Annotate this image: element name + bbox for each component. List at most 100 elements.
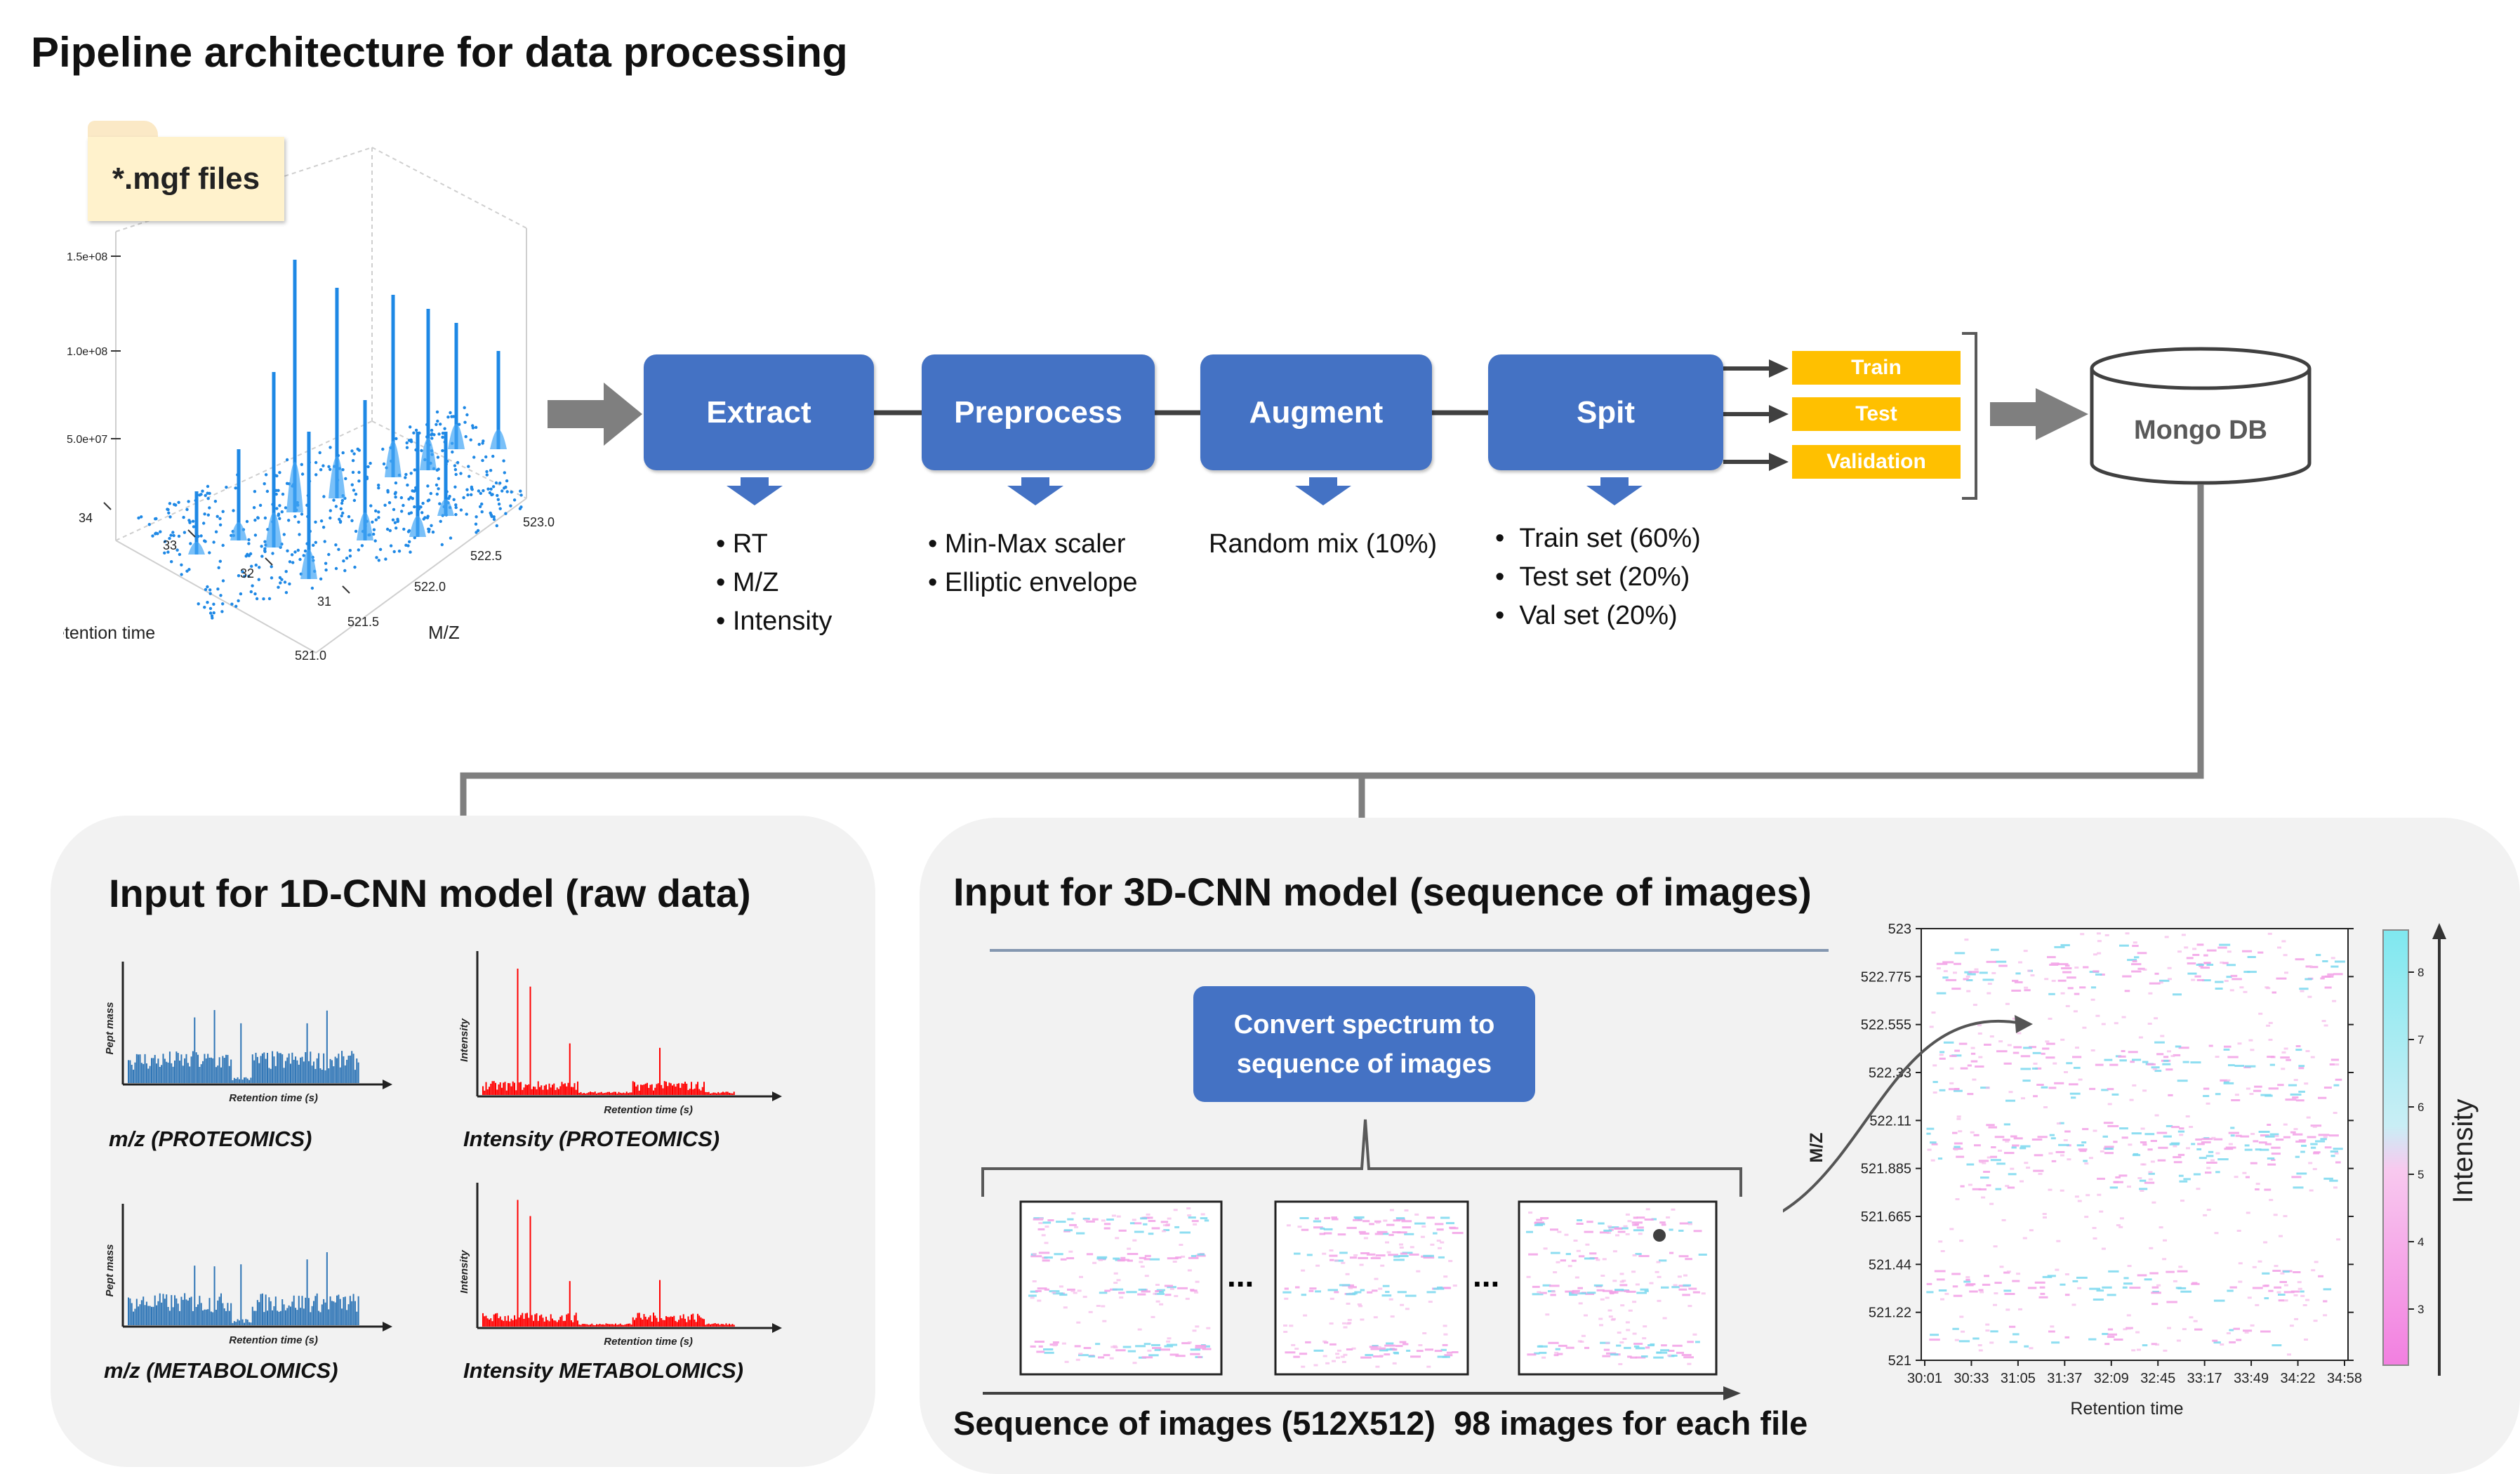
scatter-point [490,514,493,518]
intensity-mark [2144,1181,2155,1184]
intensity-mark [2139,1188,2148,1190]
intensity-mark [1692,1291,1700,1294]
intensity-mark [2109,1063,2118,1066]
intensity-mark [1612,1250,1617,1253]
intensity-mark [2305,978,2312,981]
intensity-mark [2197,1143,2205,1146]
scatter-point [284,570,288,573]
intensity-mark [1938,1289,1947,1292]
intensity-mark [1167,1337,1172,1340]
scatter-point [182,515,185,519]
intensity-mark [2294,1317,2299,1320]
intensity-mark [1044,1242,1049,1244]
intensity-mark [2088,1157,2093,1160]
intensity-mark [1113,1257,1120,1260]
intensity-mark [1932,1064,1937,1067]
scatter-point [218,523,223,526]
intensity-mark [1656,1261,1661,1263]
intensity-mark [1575,1292,1580,1294]
intensity-mark [1953,1294,1963,1297]
intensity-mark [1322,1340,1327,1343]
x-tick-label: 34:58 [2327,1371,2362,1386]
scatter-point [435,423,438,426]
intensity-mark [2215,1056,2220,1058]
intensity-mark [1949,1082,1954,1084]
intensity-mark [1576,1223,1584,1225]
scatter-point [503,486,506,490]
intensity-mark [2306,1116,2311,1119]
intensity-mark [1101,1219,1106,1222]
intensity-mark [1047,1219,1054,1221]
intensity-mark [2300,990,2305,992]
intensity-mark [1337,1233,1346,1236]
intensity-mark [1673,1284,1678,1287]
intensity-mark [2050,962,2060,965]
intensity-mark [2029,1347,2034,1350]
intensity-mark [2004,1152,2015,1155]
scatter-point [453,467,458,472]
scatter-point [338,517,341,521]
intensity-mark [1141,1356,1153,1359]
tick-label: 523.0 [523,515,555,529]
intensity-mark [2169,1143,2180,1146]
scatter-point [237,599,240,603]
intensity-mark [1358,1230,1366,1233]
intensity-mark [1063,1306,1068,1309]
intensity-mark [1400,1252,1407,1255]
intensity-mark [1154,1348,1161,1351]
intensity-mark [2295,1049,2302,1051]
intensity-mark [2158,981,2163,984]
intensity-mark [1399,1246,1404,1249]
intensity-mark [2126,1314,2131,1317]
intensity-mark [2031,1067,2038,1070]
intensity-mark [2295,1140,2306,1143]
intensity-mark [1676,1351,1684,1354]
sequence-caption: Sequence of images (512X512) 98 images f… [953,1405,1808,1442]
intensity-mark [1577,1287,1583,1289]
scatter-point [491,493,494,496]
intensity-mark [2102,1333,2109,1335]
intensity-mark [1314,1217,1319,1220]
intensity-mark [2330,1155,2335,1157]
scatter-point [519,493,523,497]
intensity-mark [1035,1289,1042,1292]
intensity-mark [1423,1254,1434,1257]
intensity-mark [1353,1219,1362,1221]
intensity-mark [1059,1294,1068,1296]
intensity-mark [2193,1320,2198,1322]
intensity-mark [1111,1214,1116,1217]
intensity-mark [2231,978,2242,981]
intensity-mark [2012,979,2019,982]
intensity-mark [1323,1228,1333,1230]
intensity-mark [2084,1216,2089,1219]
scatter-point [412,431,416,434]
intensity-mark [1929,1025,1934,1028]
intensity-mark [1340,1355,1345,1358]
intensity-mark [2043,1106,2048,1108]
intensity-mark [1585,1293,1595,1295]
scatter-point [319,577,323,580]
intensity-mark [2291,1176,2302,1178]
scatter-point [479,491,482,496]
scatter-point [249,590,253,594]
intensity-mark [1630,1356,1637,1359]
intensity-mark [1940,1250,1945,1252]
scatter-point [519,505,523,509]
scatter-point [263,547,267,550]
intensity-mark [2323,1177,2333,1180]
intensity-mark [1155,1290,1162,1292]
scatter-point [439,519,442,523]
intensity-mark [1382,1233,1389,1235]
intensity-mark [1381,1294,1392,1297]
intensity-mark [1325,1362,1330,1365]
intensity-mark [1042,1221,1052,1224]
intensity-mark [2158,1146,2168,1149]
scatter-point [437,432,441,436]
intensity-mark [1181,1342,1191,1345]
intensity-mark [2149,1247,2154,1249]
intensity-mark [1687,1362,1692,1365]
intensity-mark [2196,1188,2201,1190]
intensity-mark [2156,1131,2168,1134]
intensity-mark [2101,1089,2109,1091]
intensity-mark [1964,971,1972,974]
